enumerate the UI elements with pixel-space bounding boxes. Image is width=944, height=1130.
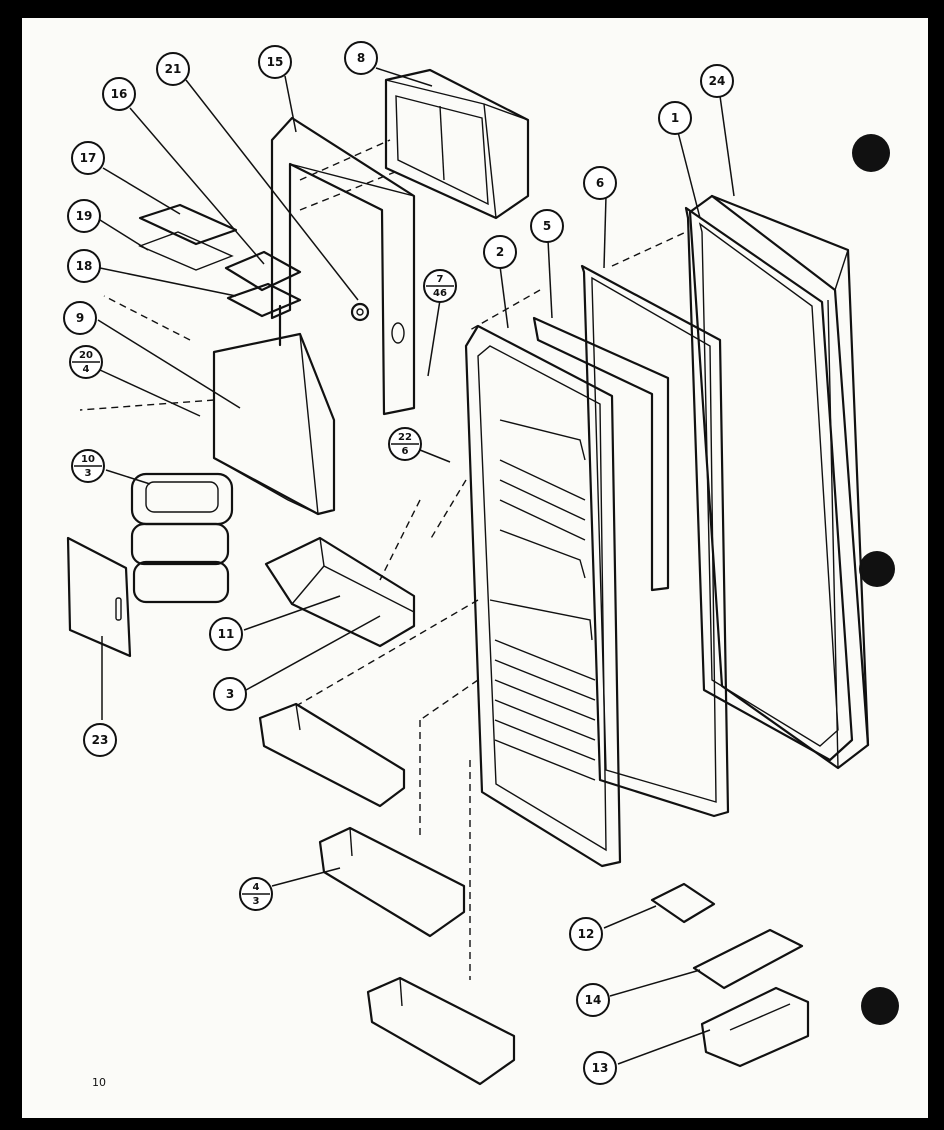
callout-23-label: 23: [92, 733, 109, 747]
callout-16: 16: [102, 77, 136, 111]
part-14-lid: [692, 928, 804, 990]
callout-17: 17: [71, 141, 105, 175]
callout-13: 13: [583, 1051, 617, 1085]
registration-dot-middle: [859, 551, 895, 587]
callout-12: 12: [569, 917, 603, 951]
callout-7-46: 7 46: [423, 269, 457, 303]
callout-5: 5: [530, 209, 564, 243]
callout-18: 18: [67, 249, 101, 283]
callout-2: 2: [483, 235, 517, 269]
callout-3: 3: [213, 677, 247, 711]
callout-9: 9: [63, 301, 97, 335]
callout-7-46-bottom: 46: [433, 288, 447, 299]
callout-12-label: 12: [578, 927, 595, 941]
callout-20-4-top: 20: [79, 350, 93, 361]
callout-4-3-bottom: 3: [253, 896, 260, 907]
callout-10-3-bottom: 3: [85, 468, 92, 479]
door-bin-upper: [258, 702, 406, 808]
callout-6: 6: [583, 166, 617, 200]
callout-23: 23: [83, 723, 117, 757]
callout-16-label: 16: [111, 87, 128, 101]
callout-6-label: 6: [596, 176, 604, 190]
callout-13-label: 13: [592, 1061, 609, 1075]
callout-24-label: 24: [709, 74, 726, 88]
callout-19: 19: [67, 199, 101, 233]
part-1-door-liner: [684, 206, 854, 762]
callout-1: 1: [658, 101, 692, 135]
part-6-door-gasket: [580, 264, 730, 818]
leader-lines: [97, 67, 735, 1065]
callout-10-3: 10 3: [71, 449, 105, 483]
callout-7-46-top: 7: [437, 274, 444, 285]
callout-14-label: 14: [585, 993, 602, 1007]
callout-24: 24: [700, 64, 734, 98]
callout-9-label: 9: [76, 311, 84, 325]
callout-5-label: 5: [543, 219, 551, 233]
part-21-knob: [350, 302, 370, 322]
part-2-inner-door-liner: [464, 324, 622, 868]
part-12-tray: [650, 882, 716, 924]
callout-22-6-bottom: 6: [402, 446, 409, 457]
callout-21: 21: [156, 52, 190, 86]
callout-8: 8: [344, 41, 378, 75]
callout-11-label: 11: [218, 627, 235, 641]
callout-22-6-top: 22: [398, 432, 412, 443]
callout-19-label: 19: [76, 209, 93, 223]
callout-20-4-bottom: 4: [83, 364, 90, 375]
part-23-panel: [66, 536, 132, 658]
callout-20-4: 20 4: [69, 345, 103, 379]
part-10-containers: [130, 472, 234, 604]
door-bin-middle: [318, 826, 466, 938]
callout-11: 11: [209, 617, 243, 651]
callout-10-3-top: 10: [81, 454, 95, 465]
part-17-cover: [138, 203, 238, 246]
callout-1-label: 1: [671, 111, 679, 125]
callout-21-label: 21: [165, 62, 182, 76]
callout-22-6: 22 6: [388, 427, 422, 461]
callout-15: 15: [258, 45, 292, 79]
part-8-housing: [384, 68, 530, 220]
callout-4-3: 4 3: [239, 877, 273, 911]
assembly-lines: [79, 231, 687, 980]
part-9-control-housing: [212, 332, 336, 516]
callout-17-label: 17: [80, 151, 97, 165]
callout-4-3-top: 4: [253, 882, 260, 893]
part-19-shelf: [138, 231, 234, 271]
part-15-frame: [270, 116, 416, 416]
callout-14: 14: [576, 983, 610, 1017]
callout-15-label: 15: [267, 55, 284, 69]
callout-3-label: 3: [226, 687, 234, 701]
door-bin-lower: [366, 976, 516, 1086]
callout-8-label: 8: [357, 51, 365, 65]
callout-18-label: 18: [76, 259, 93, 273]
callout-2-label: 2: [496, 245, 504, 259]
part-5-breaker-strip: [532, 316, 670, 592]
part-13-ice-bin: [700, 986, 810, 1068]
registration-dot-top: [852, 134, 890, 172]
registration-dot-bottom: [861, 987, 899, 1025]
part-16-plate: [224, 250, 302, 292]
part-11-drawer: [264, 536, 416, 648]
page-number: 10: [92, 1076, 106, 1089]
